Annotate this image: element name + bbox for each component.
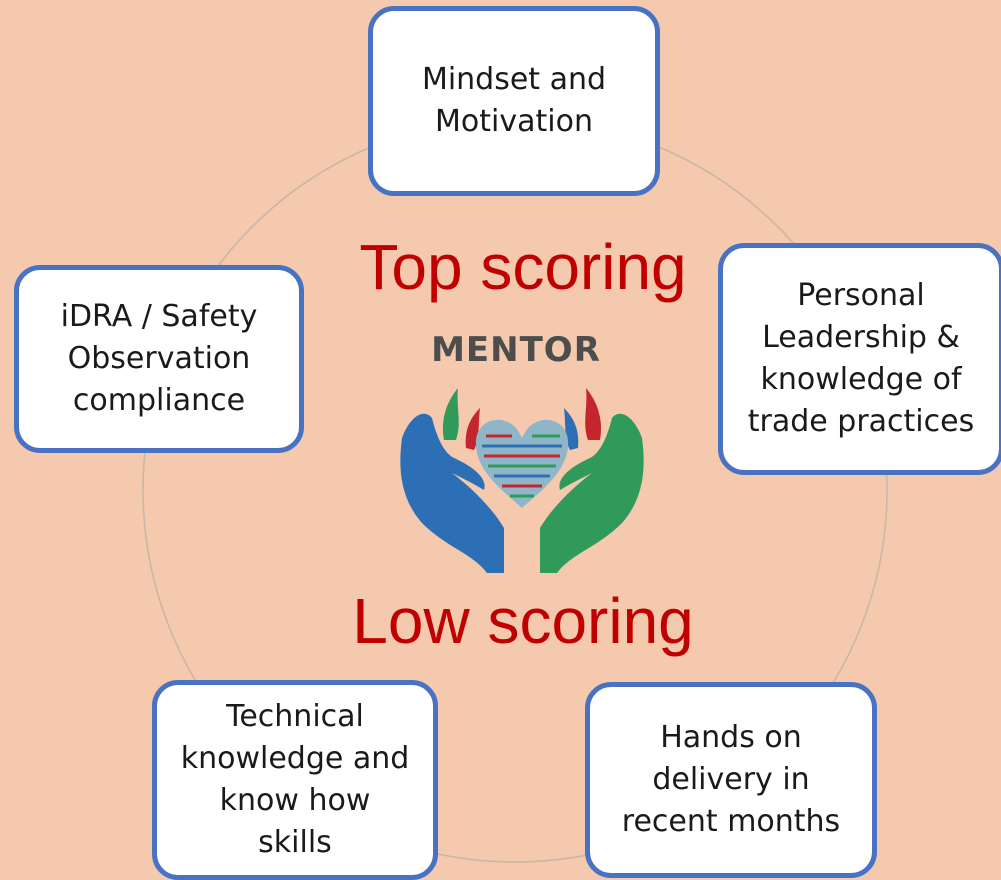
mentor-logo-text: MENTOR xyxy=(431,330,601,370)
box-hands-on-delivery: Hands on delivery in recent months xyxy=(585,682,877,878)
low-scoring-label: Low scoring xyxy=(352,585,694,657)
box-mindset-motivation: Mindset and Motivation xyxy=(368,6,660,196)
box-idra-safety: iDRA / Safety Observation compliance xyxy=(14,265,304,453)
top-scoring-label: Top scoring xyxy=(359,231,687,303)
box-technical-knowledge: Technical knowledge and know how skills xyxy=(152,680,438,880)
box-personal-leadership: Personal Leadership & knowledge of trade… xyxy=(718,243,1001,475)
hands-heart-icon xyxy=(400,388,644,573)
